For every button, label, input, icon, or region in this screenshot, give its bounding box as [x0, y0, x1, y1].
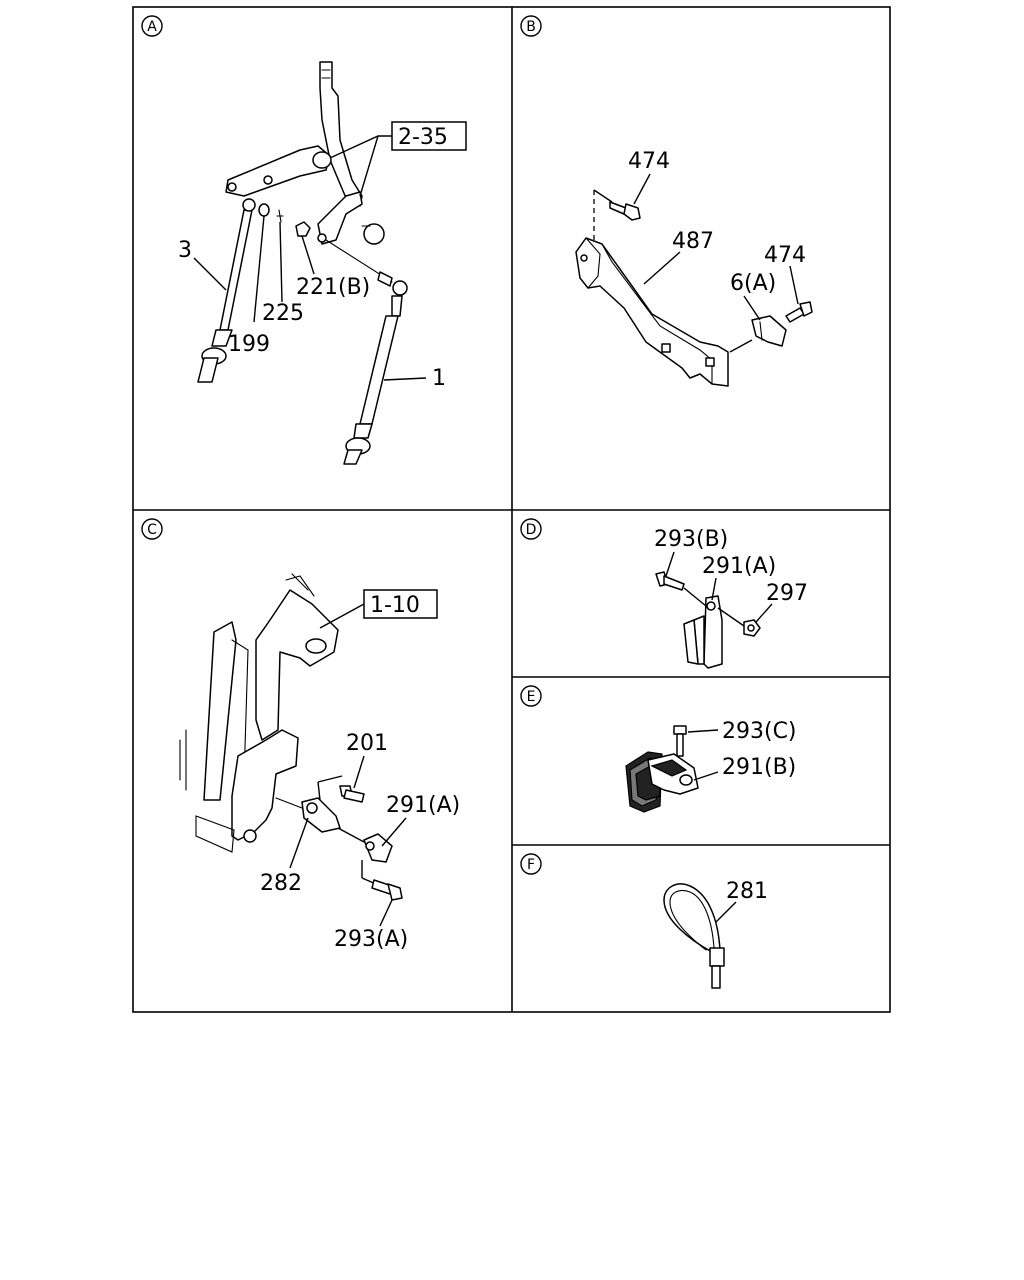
- callout-291a-d: 291(A): [702, 554, 776, 579]
- panel-d-drawing: [655, 571, 761, 669]
- callout-199: 199: [228, 332, 270, 357]
- callout-293b: 293(B): [654, 527, 728, 552]
- svg-text:A: A: [147, 19, 157, 35]
- callout-293c: 293(C): [722, 719, 797, 744]
- panel-badge-c: C: [141, 518, 163, 540]
- svg-text:D: D: [526, 522, 537, 538]
- svg-text:B: B: [526, 19, 536, 35]
- panel-e-drawing: [625, 725, 699, 813]
- callout-1: 1: [432, 366, 446, 391]
- panel-badge-e: E: [520, 685, 542, 707]
- panel-a-drawing: [197, 61, 408, 465]
- panel-badge-b: B: [520, 15, 542, 37]
- callout-225: 225: [262, 301, 304, 326]
- panel-badge-a: A: [141, 15, 163, 37]
- callout-487: 487: [672, 229, 714, 254]
- callout-291b: 291(B): [722, 755, 796, 780]
- callout-293a: 293(A): [334, 927, 408, 952]
- panel-badge-f: F: [520, 853, 542, 875]
- callout-291a-c: 291(A): [386, 793, 460, 818]
- svg-text:F: F: [527, 857, 535, 873]
- svg-text:E: E: [527, 689, 536, 705]
- panel-e-callouts: 293(C) 291(B): [687, 719, 797, 781]
- callout-474-top: 474: [628, 149, 670, 174]
- ref-box-1-10: [363, 589, 438, 619]
- callout-221b: 221(B): [296, 275, 370, 300]
- callout-281: 281: [726, 879, 768, 904]
- callout-297: 297: [766, 581, 808, 606]
- callout-6a: 6(A): [730, 271, 776, 296]
- panel-b-callouts: 474 487 474 6(A): [628, 149, 806, 321]
- ref-label-2-35: 2-35: [398, 125, 448, 150]
- panel-c-drawing: [179, 573, 403, 901]
- panel-f-drawing: [663, 883, 725, 989]
- panel-b-drawing: [575, 189, 813, 387]
- panel-f-callouts: 281: [715, 879, 768, 923]
- panel-a-callouts: 2-35 3 221(B) 225 199 1: [178, 121, 467, 391]
- ref-box-2-35: [391, 121, 467, 151]
- panel-d-callouts: 293(B) 291(A) 297: [654, 527, 808, 623]
- diagram-frame: [132, 6, 891, 1013]
- callout-474-right: 474: [764, 243, 806, 268]
- panel-badge-d: D: [520, 518, 542, 540]
- callout-201: 201: [346, 731, 388, 756]
- svg-text:C: C: [147, 522, 157, 538]
- ref-label-1-10: 1-10: [370, 593, 420, 618]
- panel-c-callouts: 1-10 201 291(A) 282 293(A): [260, 589, 460, 952]
- callout-282: 282: [260, 871, 302, 896]
- callout-3: 3: [178, 238, 192, 263]
